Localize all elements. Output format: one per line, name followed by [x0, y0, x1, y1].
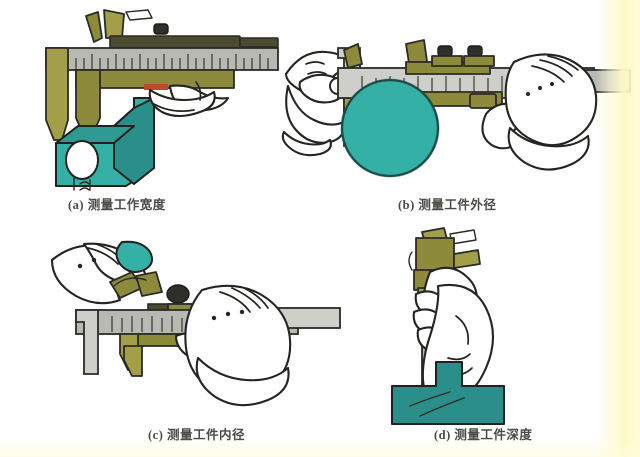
caliper-main-beam [45, 47, 279, 71]
workpiece-round-shading [340, 78, 440, 178]
caliper-side-arm-d [453, 249, 481, 269]
caliper-depth-spur-b [343, 43, 363, 69]
caliper-main-scale-ticks [67, 54, 269, 70]
panel-b-illustration [281, 22, 631, 187]
caliper-inner-jaw-gap-c [113, 277, 147, 287]
caliper-knob-base-b2 [463, 55, 495, 67]
caliper-depth-bar [125, 9, 153, 21]
caliper-beam-tail [239, 37, 279, 48]
caliper-fine-adjust-b [469, 93, 497, 109]
right-hand-dot3 [550, 82, 554, 86]
workpiece-hatch-marks [79, 181, 90, 191]
caliper-slider-top-bar [109, 35, 241, 49]
caliper-inner-jaw-right-c [135, 271, 163, 297]
workpiece-bore-hole [65, 140, 99, 180]
caliper-depth-drawing [391, 227, 505, 425]
caliper-knob-base-b1 [431, 55, 463, 67]
right-hand-finger-lines [531, 55, 579, 83]
right-hand-dot2 [538, 86, 542, 90]
panel-a-illustration [28, 8, 279, 193]
caliper-top-spur-left [85, 11, 103, 43]
workpiece-v-block-top [55, 125, 135, 144]
caliper-lock-knob [153, 23, 169, 35]
right-hand-dot-c3 [239, 309, 245, 315]
caliper-lock-knob-c [166, 284, 190, 304]
workpiece-hatch-d [409, 391, 465, 417]
panel-c-illustration [50, 240, 350, 414]
right-hand-dot-c2 [225, 311, 231, 317]
left-hand-finger-lines [305, 61, 327, 75]
scan-tint-bottom-edge [0, 439, 640, 457]
upper-hand-dot2 [91, 257, 97, 263]
caliper-notch-d [408, 251, 413, 271]
hand-crease-line [153, 103, 195, 112]
upper-hand-dot1 [77, 263, 83, 269]
right-hand-lines-c [219, 287, 269, 313]
workpiece-edge-lines [73, 177, 91, 191]
caliper-lock-knob-b2 [467, 45, 483, 57]
caption-panel-b: (b) 测量工件外径 [398, 198, 497, 212]
caption-panel-d: (d) 测量工件深度 [434, 428, 533, 442]
left-hand-thumb [281, 130, 332, 157]
panel-d-illustration [391, 227, 572, 425]
caliper-moving-jaw-lower-c [123, 345, 143, 377]
right-hand-dot-c1 [211, 315, 217, 321]
caliper-width-drawing [45, 9, 279, 191]
caption-panel-c: (c) 测量工件内径 [148, 428, 245, 442]
right-hand-dot1 [526, 92, 530, 96]
caliper-outer-diameter-drawing [281, 39, 631, 178]
caliper-fixed-jaw-c [75, 309, 99, 375]
right-hand-lower [507, 126, 590, 171]
right-hand-lower-c [195, 356, 290, 407]
caliper-inner-diameter-drawing [50, 240, 341, 407]
hand-knuckle-line [195, 81, 202, 101]
caliper-top-spur-right [103, 9, 125, 39]
caliper-lock-knob-b1 [437, 45, 453, 57]
caliper-slider-red-index [144, 84, 168, 90]
workpiece-tip-teal-c [115, 240, 153, 273]
right-hand-palm [504, 53, 598, 147]
caliper-fixed-jaw [45, 47, 69, 141]
caption-panel-a: (a) 测量工作宽度 [68, 198, 166, 212]
workpiece-v-block-side [113, 97, 155, 185]
